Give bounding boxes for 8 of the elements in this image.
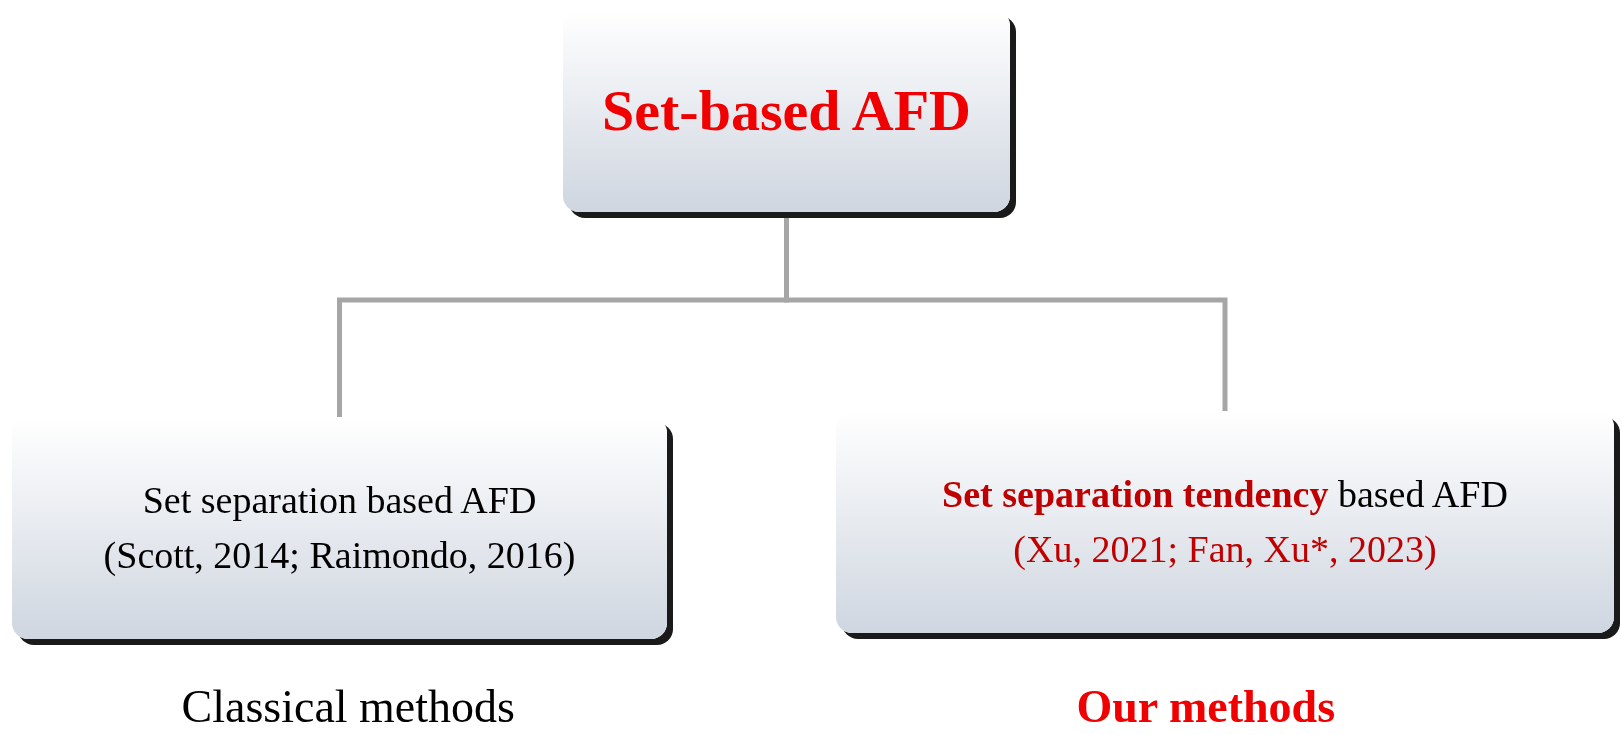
group-caption: Classical methods — [181, 680, 515, 733]
citation-text: (Scott, 2014; Raimondo, 2016) — [103, 533, 576, 578]
group-caption: Our methods — [1076, 680, 1336, 733]
connector-line — [784, 218, 1228, 411]
citation-text: (Xu, 2021; Fan, Xu*, 2023) — [1013, 527, 1437, 572]
node-title: Set separation based AFD — [142, 477, 537, 523]
node-title: Set-based AFD — [602, 76, 971, 145]
node-title: Set separation tendency based AFD — [942, 471, 1508, 517]
